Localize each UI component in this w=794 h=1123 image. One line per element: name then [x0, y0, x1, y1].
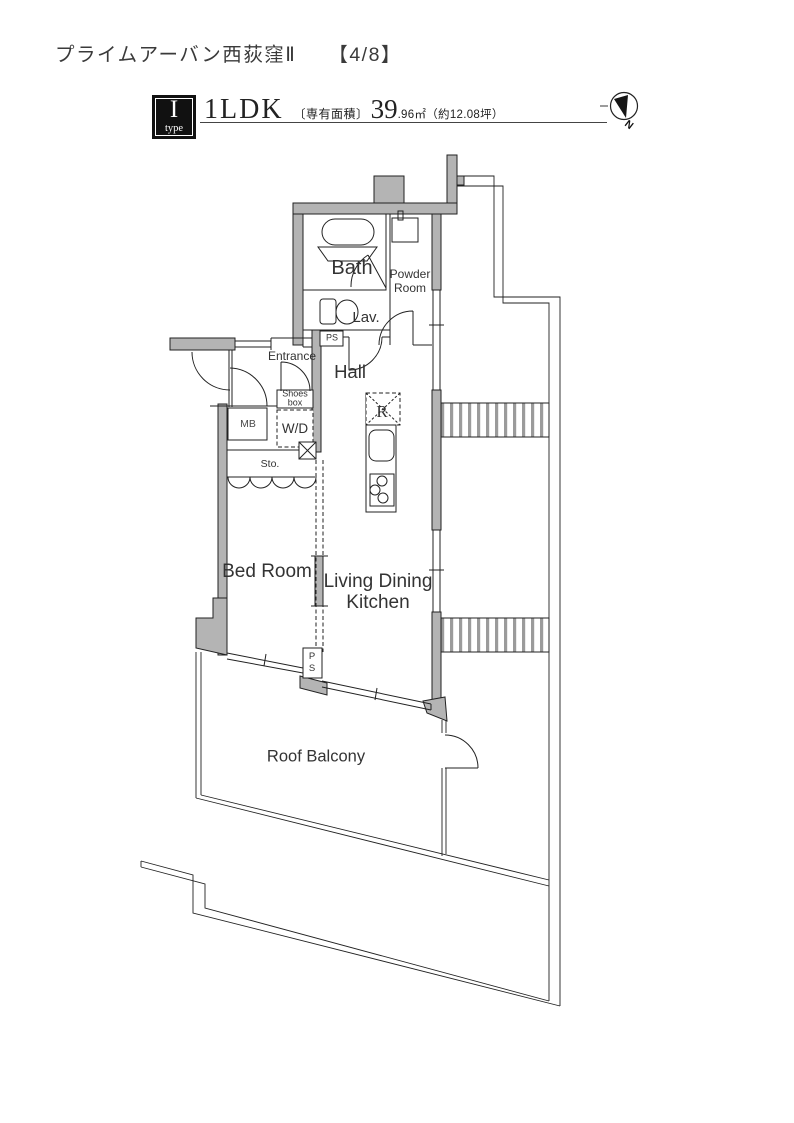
wall-bottom-left-block [195, 597, 228, 656]
compass [600, 91, 639, 121]
washbasin-tap [397, 210, 404, 221]
label-ldk: Living Dining Kitchen [323, 571, 433, 613]
doors [191, 254, 479, 769]
room-partition-sliding [315, 460, 324, 652]
unit-info-row: 1LDK 〔専有面積〕 39 .96㎡（約12.08坪） [204, 94, 504, 126]
label-meter-box: MB [240, 417, 256, 430]
label-shoes-box: Shoes box [282, 388, 308, 408]
balcony-left-edge [195, 652, 202, 798]
pipe-space-lower-box [302, 647, 323, 679]
window-right-upper [429, 290, 444, 390]
bath-door [350, 254, 387, 289]
label-lavatory: Lav. [352, 309, 380, 327]
burner-3 [377, 492, 389, 504]
label-pipe-space-lower: P S [308, 651, 316, 674]
label-refrigerator: R [376, 401, 388, 421]
walls [169, 154, 465, 722]
partition-ticks [311, 555, 328, 607]
outline-bottom-outer [140, 860, 561, 1007]
label-powder-room: Powder Room [389, 266, 431, 295]
window-right-lower [429, 530, 444, 612]
toilet-bowl [335, 299, 359, 325]
balcony-access-door [444, 734, 479, 769]
kitchen-sink [368, 429, 395, 462]
type-badge: I type [152, 95, 196, 139]
burner-1 [376, 475, 388, 487]
balcony-right-fence [441, 720, 447, 856]
room-boundary-lines [210, 214, 432, 478]
type-letter: I [169, 96, 179, 123]
balcony-bottom-edge [195, 794, 550, 887]
wall-top-right-stub [446, 154, 458, 204]
label-bedroom: Bed Room [222, 560, 312, 582]
label-storage: Sto. [260, 457, 280, 470]
building-title: プライムアーバン西荻窪Ⅱ [55, 44, 297, 66]
shoes-box [276, 389, 314, 409]
label-pipe-space-upper: PS [325, 332, 339, 343]
grating-lower [440, 617, 550, 653]
layout-text: 1LDK [204, 94, 284, 125]
wall-top-notch [456, 175, 465, 186]
wall-right-3 [431, 611, 442, 713]
outline-right-outer [456, 175, 561, 1006]
washbasin [391, 217, 419, 243]
window-ldk-diagonal [321, 680, 432, 711]
page-indicator: 【4/8】 [328, 44, 402, 66]
type-caption: type [164, 123, 184, 134]
bathtub-apron [317, 246, 378, 262]
page-header: プライムアーバン西荻窪Ⅱ 【4/8】 [55, 38, 402, 67]
burner-2 [369, 484, 381, 496]
wall-right-2 [431, 389, 442, 531]
interior-lines [210, 213, 432, 652]
refrigerator-cross [365, 392, 401, 426]
windows [226, 290, 444, 711]
bathtub [321, 218, 375, 246]
area-detail: .96㎡（約12.08坪） [397, 109, 504, 121]
wall-top [292, 202, 458, 215]
outline-bottom-inner [140, 866, 550, 1002]
wall-top-pillar [373, 175, 405, 204]
hall-door [348, 336, 383, 371]
label-hall: Hall [334, 361, 366, 383]
header-rule [200, 122, 607, 123]
label-bath: Bath [331, 257, 373, 280]
compass-needle [614, 95, 628, 118]
wall-right-1 [431, 213, 442, 291]
window-bedroom-diagonal [226, 652, 304, 674]
pipe-space-upper-box [319, 330, 344, 347]
washer-dryer-space [276, 409, 314, 448]
type-badge-frame [155, 98, 193, 136]
entrance-door [280, 361, 311, 392]
hatch-gratings [440, 402, 550, 653]
toilet-tank [319, 298, 337, 325]
wall-corridor [169, 337, 236, 351]
area-number: 39 [370, 94, 398, 124]
area-bracket: 〔専有面積〕 [293, 107, 369, 121]
storage-folding-doors [227, 476, 317, 489]
outline-right-inner [456, 185, 550, 1001]
grating-upper [440, 402, 550, 438]
wall-bath-left [292, 213, 304, 346]
label-entrance: Entrance [267, 348, 317, 363]
powder-room-door [378, 310, 414, 346]
corridor-double-door [191, 351, 268, 407]
fixtures [227, 210, 419, 679]
label-washer-dryer: W/D [281, 421, 309, 437]
kitchen-counter [365, 424, 397, 513]
shaft-box-cross [298, 441, 317, 460]
label-roof-balcony: Roof Balcony [266, 747, 366, 766]
wall-ps-foot [299, 675, 328, 696]
meter-box [227, 407, 268, 441]
exterior-outline [140, 175, 561, 1007]
